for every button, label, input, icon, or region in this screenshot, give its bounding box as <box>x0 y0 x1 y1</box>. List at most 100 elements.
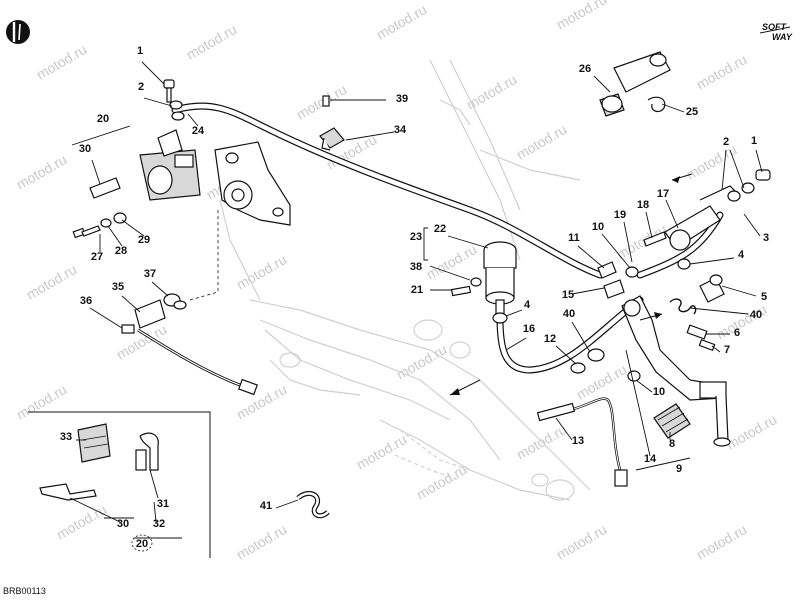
callout-c32: 32 <box>153 518 165 530</box>
callout-c35: 35 <box>112 281 124 293</box>
abs-cable-35 <box>137 328 258 396</box>
callout-c9: 9 <box>676 463 682 475</box>
callout-20b-ring <box>131 534 153 552</box>
callout-c26: 26 <box>579 63 591 75</box>
callout-c28: 28 <box>115 245 127 257</box>
bolt-1-left <box>163 79 175 103</box>
callout-c40a: 40 <box>563 308 575 320</box>
frame-outline <box>219 59 591 501</box>
callout-c7: 7 <box>724 344 730 356</box>
callout-c33: 33 <box>60 431 72 443</box>
fluid-reservoir-22 <box>483 241 517 315</box>
callout-c20a: 20 <box>97 113 109 125</box>
washer-2-left <box>169 100 185 121</box>
master-cyl-hose <box>636 211 724 279</box>
callout-c30b: 30 <box>117 518 129 530</box>
bolt-39 <box>322 95 330 107</box>
spacer-37 <box>163 293 187 310</box>
sensor-35 <box>121 299 166 334</box>
watermark-text: motod.ru <box>514 121 570 162</box>
watermark-text: motod.ru <box>234 251 290 292</box>
reservoir-hose-16 <box>496 296 644 374</box>
watermark-text: motod.ru <box>424 241 480 282</box>
direction-arrows <box>449 173 693 396</box>
callout-c40b: 40 <box>750 309 762 321</box>
callout-c29: 29 <box>138 234 150 246</box>
watermark-text: motod.ru <box>294 81 350 122</box>
callout-c1a: 1 <box>137 45 143 57</box>
callout-c10b: 10 <box>653 386 665 398</box>
bolt-21 <box>450 285 472 297</box>
master-cylinder-top <box>599 51 671 117</box>
linkage-11-15 <box>597 261 639 299</box>
hose-clip-41 <box>296 491 330 519</box>
callout-c27: 27 <box>91 251 103 263</box>
switch-cable-13 <box>536 397 628 487</box>
brake-pedal <box>621 295 731 447</box>
callout-c37: 37 <box>144 268 156 280</box>
callout-c8: 8 <box>669 438 675 450</box>
watermark-text: motod.ru <box>184 21 240 62</box>
watermark-text: motod.ru <box>684 141 740 182</box>
callout-c36: 36 <box>80 295 92 307</box>
callout-c11: 11 <box>568 232 580 244</box>
watermark-text: motod.ru <box>614 221 670 262</box>
watermark-text: motod.ru <box>464 71 520 112</box>
rear-caliper <box>139 129 201 201</box>
callout-c39: 39 <box>396 93 408 105</box>
watermark-text: motod.ru <box>554 0 610 33</box>
callout-c38: 38 <box>410 261 422 273</box>
callout-c21: 21 <box>411 284 423 296</box>
callout-c4b: 4 <box>524 299 531 311</box>
watermark-layer: motod.ru motod.ru motod.ru motod.ru motod.ru… <box>14 0 780 563</box>
callout-c34: 34 <box>394 124 407 136</box>
watermark-text: motod.ru <box>374 1 430 42</box>
callout-c10a: 10 <box>592 221 604 233</box>
callout-c20b: 20 <box>136 538 148 550</box>
callout-c18: 18 <box>637 199 649 211</box>
callout-c1b: 1 <box>751 135 757 147</box>
watermark-text: motod.ru <box>14 381 70 422</box>
bolt-6-7 <box>686 324 716 351</box>
return-spring-40 <box>669 298 697 315</box>
callout-c22: 22 <box>434 223 446 235</box>
callout-c2a: 2 <box>138 81 144 93</box>
watermark-text: motod.ru <box>554 521 610 562</box>
caliper-bracket <box>214 141 291 226</box>
watermark-text: motod.ru <box>34 41 90 82</box>
callout-c24: 24 <box>192 125 205 137</box>
callout-c17: 17 <box>657 188 669 200</box>
callout-c16: 16 <box>523 323 535 335</box>
leader-lines <box>69 61 763 523</box>
brake-line-main <box>171 102 604 279</box>
callout-c23: 23 <box>410 231 422 243</box>
drawing-code: BRB00113 <box>3 586 46 596</box>
group-brackets <box>71 125 691 539</box>
brand-logo-left <box>6 20 30 44</box>
watermark-text: motod.ru <box>54 501 110 542</box>
callout-c3: 3 <box>763 232 769 244</box>
brand-line2: WAY <box>772 32 793 42</box>
callout-c25: 25 <box>686 106 698 118</box>
washer-38 <box>470 277 482 287</box>
bushing-12 <box>570 348 605 374</box>
pivot-bolt-5 <box>699 274 725 303</box>
callout-c2b: 2 <box>723 136 729 148</box>
callout-c12: 12 <box>544 333 556 345</box>
watermark-text: motod.ru <box>354 431 410 472</box>
callout-c19: 19 <box>614 209 626 221</box>
clip-34 <box>319 127 345 151</box>
watermark-text: motod.ru <box>234 521 290 562</box>
inset-detail-box <box>28 411 211 558</box>
pedal-rubber-8 <box>653 403 691 439</box>
softway-logo: SOFT WAY <box>759 22 793 42</box>
callout-c6: 6 <box>734 327 740 339</box>
watermark-text: motod.ru <box>694 521 750 562</box>
callout-c14: 14 <box>644 453 657 465</box>
master-cylinder-17 <box>643 169 771 270</box>
callout-c4a: 4 <box>738 249 745 261</box>
washer-10 <box>627 370 641 382</box>
